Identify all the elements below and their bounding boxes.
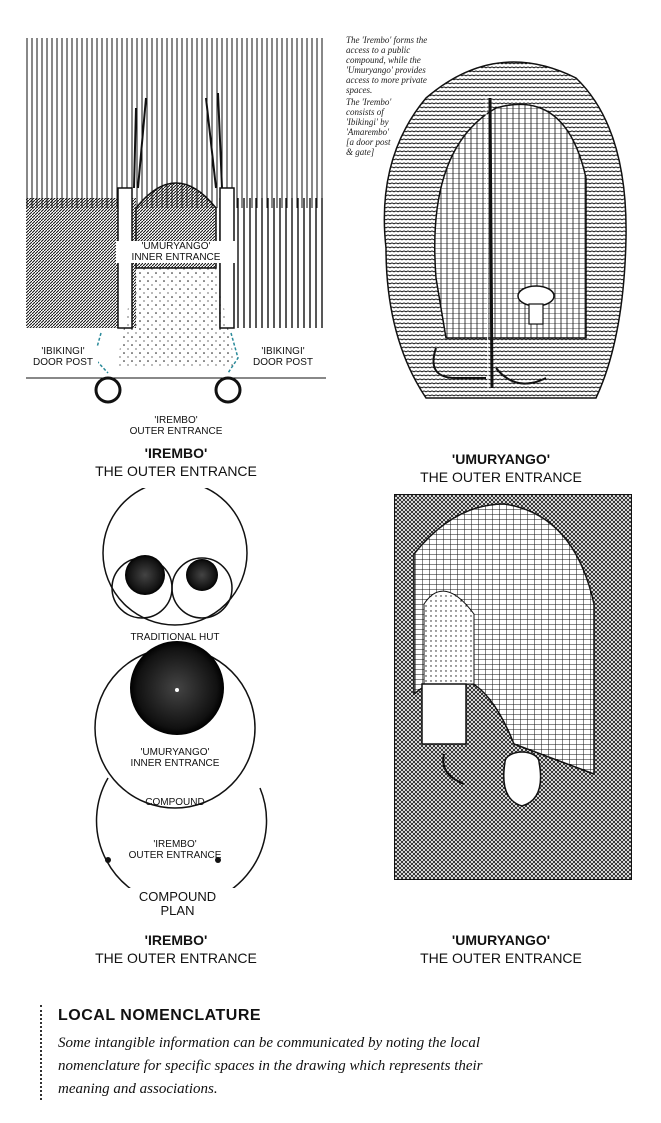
umuryango-interior-sketch: [393, 493, 633, 881]
irembo-caption-title: 'IREMBO': [144, 445, 208, 461]
umuryango-caption-title: 'UMURYANGO': [451, 451, 551, 467]
irembo-sketch: 'UMURYANGO' INNER ENTRANCE 'IBIKINGI' DO…: [26, 38, 326, 437]
compound-plan-title-line2: PLAN: [160, 903, 195, 918]
outer-entrance-name: 'IREMBO': [154, 415, 198, 426]
inner-entrance-name: 'UMURYANGO': [141, 241, 211, 252]
umuryango-sketch: [366, 38, 636, 418]
plan-outer-label: 'IREMBO' OUTER ENTRANCE: [100, 839, 250, 861]
nomenclature-text: Some intangible information can be commu…: [58, 1035, 483, 1097]
compound-plan: TRADITIONAL HUT 'UMURYANGO' INNER ENTRAN…: [80, 480, 290, 907]
note-paragraph-1: The 'Irembo' forms the access to a publi…: [346, 35, 428, 95]
plan-compound-label: COMPOUND: [145, 797, 205, 808]
inner-entrance-label: 'UMURYANGO' INNER ENTRANCE: [116, 241, 236, 263]
outer-entrance-label: 'IREMBO' OUTER ENTRANCE: [116, 415, 236, 437]
umuryango-drawing: [383, 61, 627, 399]
plan-outer-name: 'IREMBO': [153, 839, 197, 850]
door-post-right-label: 'IBIKINGI' DOOR POST: [248, 346, 318, 368]
compound-plan-title: COMPOUND PLAN: [80, 890, 275, 918]
compound-plan-title-line1: COMPOUND: [138, 889, 217, 904]
plan-inner-label: 'UMURYANGO' INNER ENTRANCE: [100, 747, 250, 769]
outer-entrance-desc: OUTER ENTRANCE: [129, 426, 223, 437]
plan-outer-desc: OUTER ENTRANCE: [128, 850, 222, 861]
plan-inner-desc: INNER ENTRANCE: [130, 758, 220, 769]
compound-plan-drawing: [94, 480, 268, 907]
door-post-right-desc: DOOR POST: [252, 357, 313, 368]
door-post-left-name: 'IBIKINGI': [41, 346, 85, 357]
door-post-left-desc: DOOR POST: [32, 357, 93, 368]
inner-entrance-desc: INNER ENTRANCE: [131, 252, 221, 263]
nomenclature-rule: [40, 1005, 42, 1100]
plan-hut-label: TRADITIONAL HUT: [130, 632, 220, 643]
plan-caption-sub: THE OUTER ENTRANCE: [95, 950, 257, 966]
interior-caption-title: 'UMURYANGO': [451, 932, 551, 948]
irembo-caption-sub: THE OUTER ENTRANCE: [95, 463, 257, 479]
interior-caption-sub: THE OUTER ENTRANCE: [420, 950, 582, 966]
note-paragraph-2: The 'Irembo' consists of 'Ibikingi' by '…: [346, 97, 392, 157]
umuryango-interior-drawing: [393, 493, 633, 881]
plan-caption-title: 'IREMBO': [144, 932, 208, 948]
door-post-left-label: 'IBIKINGI' DOOR POST: [28, 346, 98, 368]
plan-inner-name: 'UMURYANGO': [140, 747, 210, 758]
umuryango-caption-sub: THE OUTER ENTRANCE: [420, 469, 582, 485]
door-post-right-name: 'IBIKINGI': [261, 346, 305, 357]
nomenclature-title: LOCAL NOMENCLATURE: [58, 1007, 262, 1024]
